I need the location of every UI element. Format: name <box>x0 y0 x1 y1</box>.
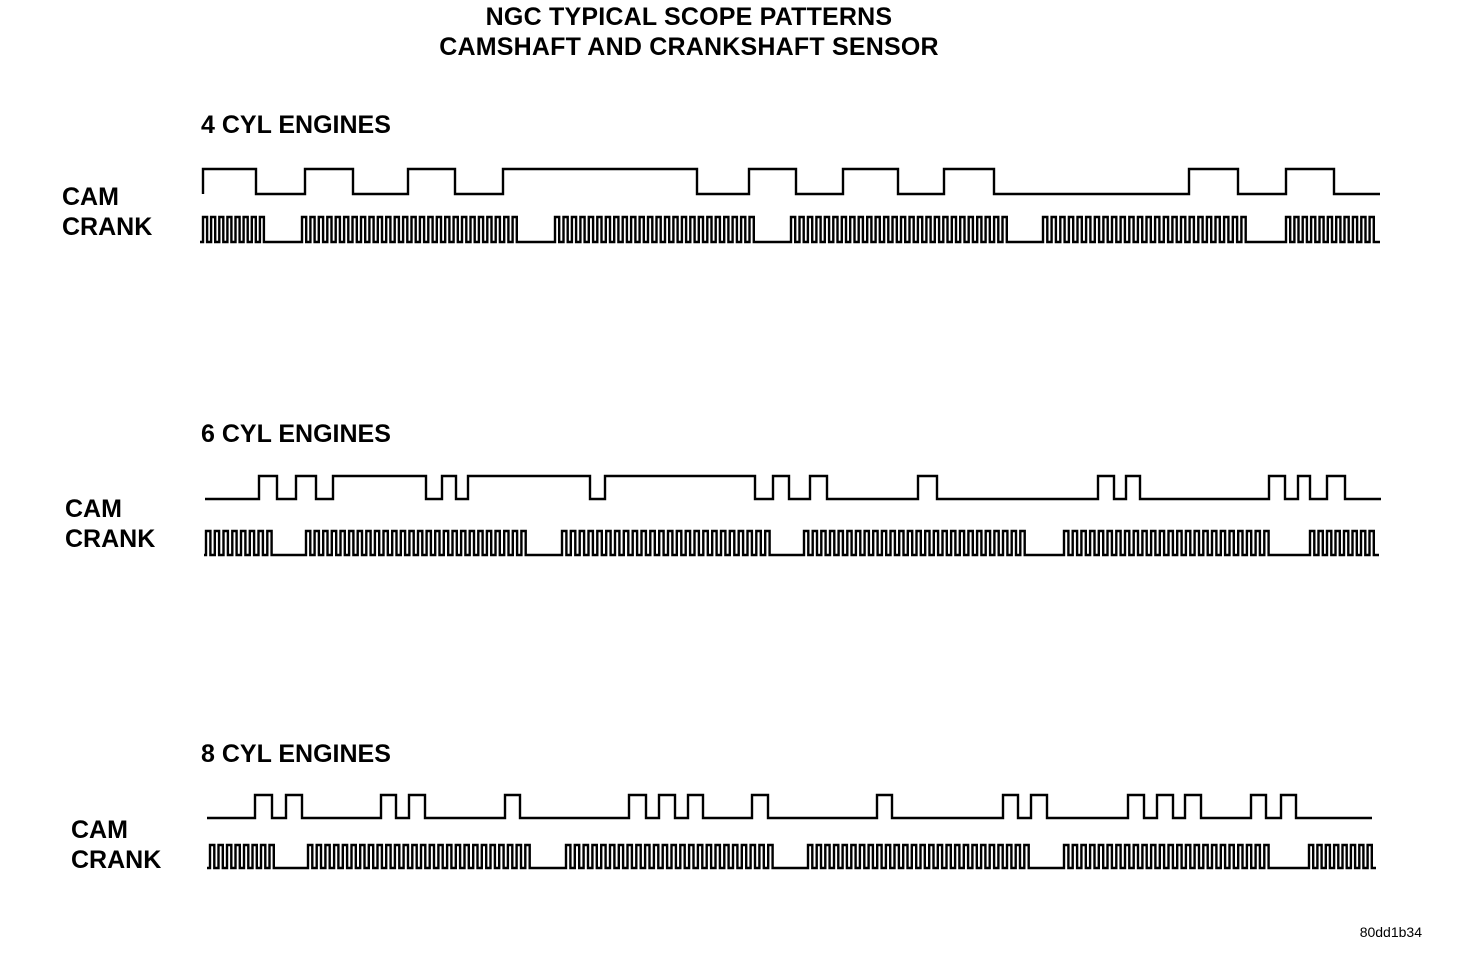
figure-code: 80dd1b34 <box>1359 924 1422 940</box>
section-4cyl-cam-label: CAM <box>62 183 119 211</box>
title-line-2: CAMSHAFT AND CRANKSHAFT SENSOR <box>439 33 939 61</box>
section-6cyl-cam-label: CAM <box>65 495 122 523</box>
section-8cyl-crank-label: CRANK <box>71 846 162 874</box>
cam-waveform-4cyl <box>201 167 1380 196</box>
section-6cyl-crank-label: CRANK <box>65 525 156 553</box>
section-6cyl-heading: 6 CYL ENGINES <box>201 420 391 448</box>
cam-waveform-6cyl <box>205 474 1381 501</box>
crank-waveform-8cyl <box>207 843 1376 870</box>
crank-waveform-4cyl <box>200 215 1380 244</box>
title-line-1: NGC TYPICAL SCOPE PATTERNS <box>485 3 893 31</box>
section-4cyl-heading: 4 CYL ENGINES <box>201 111 391 139</box>
section-4cyl-crank-label: CRANK <box>62 213 153 241</box>
section-8cyl-heading: 8 CYL ENGINES <box>201 740 391 768</box>
cam-waveform-8cyl <box>207 793 1372 820</box>
section-8cyl-cam-label: CAM <box>71 816 128 844</box>
crank-waveform-6cyl <box>204 529 1379 557</box>
